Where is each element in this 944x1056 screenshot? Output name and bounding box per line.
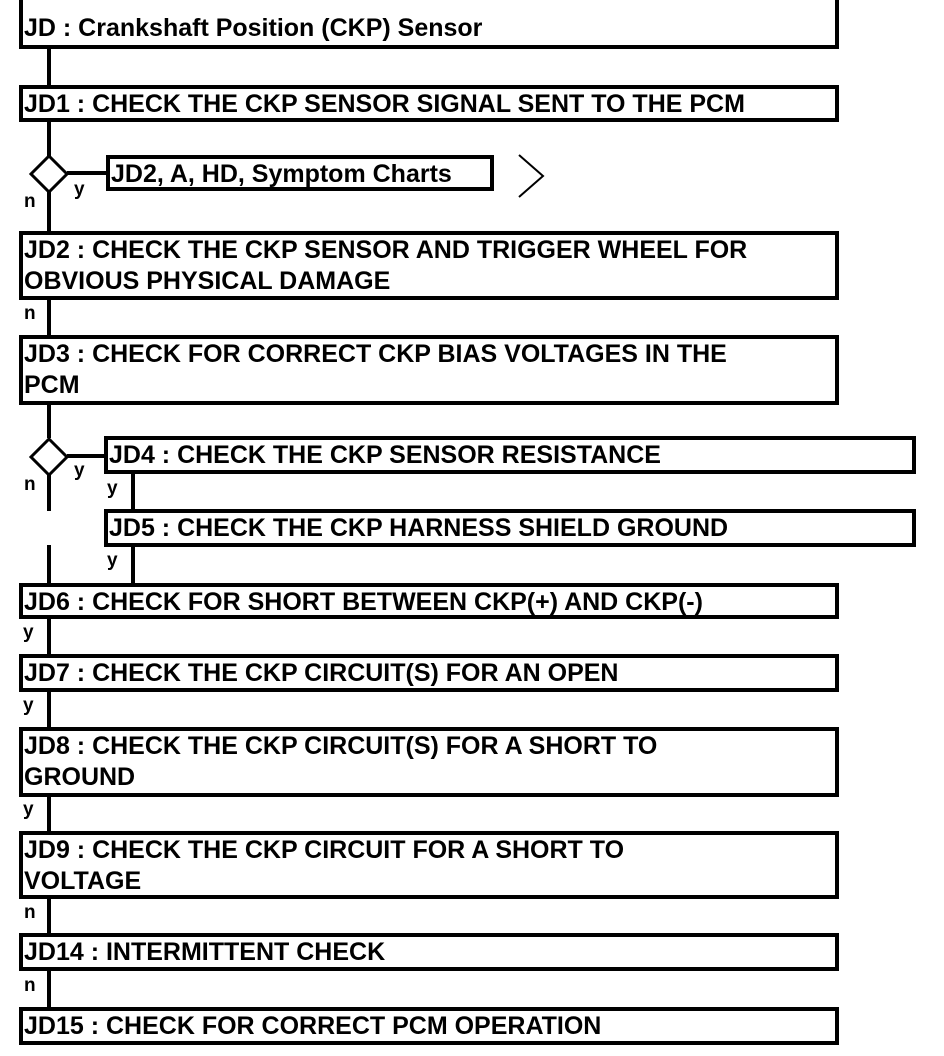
branch-label-no: n (24, 474, 36, 495)
step-jd1: JD1 : CHECK THE CKP SENSOR SIGNAL SENT T… (19, 85, 839, 122)
branch-label-yes: y (23, 695, 34, 716)
step-jd3: JD3 : CHECK FOR CORRECT CKP BIAS VOLTAGE… (19, 335, 839, 405)
branch-label-no: n (24, 191, 36, 212)
reference-box: JD2, A, HD, Symptom Charts (106, 155, 494, 191)
branch-label-yes: y (23, 799, 34, 820)
step-jd2: JD2 : CHECK THE CKP SENSOR AND TRIGGER W… (19, 231, 839, 300)
branch-label-yes: y (107, 550, 118, 571)
step-jd4: JD4 : CHECK THE CKP SENSOR RESISTANCE (104, 436, 916, 474)
branch-label-yes: y (23, 622, 34, 643)
step-jd14: JD14 : INTERMITTENT CHECK (19, 933, 839, 971)
step-jd7: JD7 : CHECK THE CKP CIRCUIT(S) FOR AN OP… (19, 654, 839, 692)
step-jd5: JD5 : CHECK THE CKP HARNESS SHIELD GROUN… (104, 509, 916, 547)
branch-label-no: n (24, 303, 36, 324)
step-jd6: JD6 : CHECK FOR SHORT BETWEEN CKP(+) AND… (19, 583, 839, 619)
step-jd8: JD8 : CHECK THE CKP CIRCUIT(S) FOR A SHO… (19, 727, 839, 797)
branch-label-no: n (24, 975, 36, 996)
branch-label-yes: y (74, 460, 85, 481)
branch-label-yes: y (107, 478, 118, 499)
next-arrow-icon (518, 154, 545, 198)
step-jd9: JD9 : CHECK THE CKP CIRCUIT FOR A SHORT … (19, 831, 839, 899)
step-jd15: JD15 : CHECK FOR CORRECT PCM OPERATION (19, 1007, 839, 1045)
flowchart-title: JD : Crankshaft Position (CKP) Sensor (19, 0, 839, 49)
branch-label-no: n (24, 902, 36, 923)
branch-label-yes: y (74, 179, 85, 200)
